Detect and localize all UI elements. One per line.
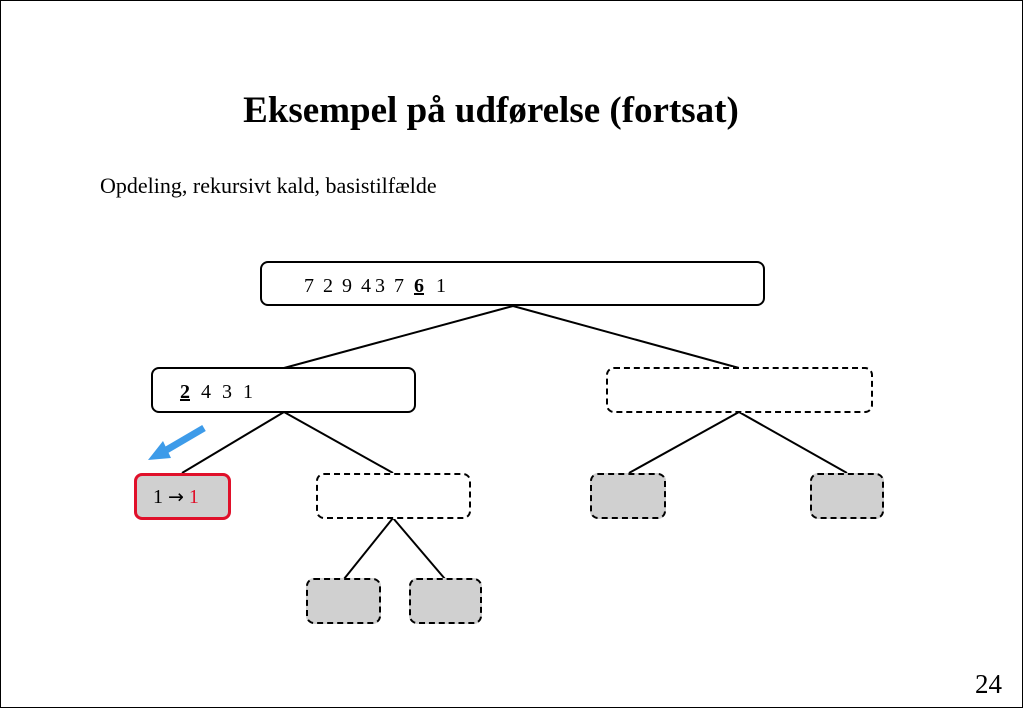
leaf-node <box>810 473 884 519</box>
root-item: 7 <box>394 275 404 297</box>
edge-left-base <box>181 411 285 474</box>
edge-sub-rightleaf <box>392 517 446 580</box>
left-right-node <box>316 473 471 519</box>
root-pivot: 6 <box>414 275 424 297</box>
left-item: 1 <box>243 381 253 403</box>
root-item: 2 <box>323 275 333 297</box>
root-item: 7 <box>304 275 314 297</box>
edge-root-left <box>283 305 514 369</box>
left-pivot: 2 <box>180 381 190 403</box>
left-item: 3 <box>222 381 232 403</box>
arrow-icon <box>148 424 206 460</box>
base-input: 1 <box>153 486 163 508</box>
edge-root-right <box>512 305 740 369</box>
root-item: 9 <box>342 275 352 297</box>
leaf-node <box>409 578 482 624</box>
leaf-node <box>306 578 381 624</box>
page-number: 24 <box>975 669 1002 699</box>
base-output: 1 <box>188 486 199 508</box>
leaf-node <box>590 473 666 519</box>
root-item: 4 <box>361 275 371 297</box>
left-item: 4 <box>201 381 211 403</box>
base-case-content: 1 → 1 <box>153 486 199 509</box>
slide-title: Eksempel på udførelse (fortsat) <box>243 90 739 131</box>
edge-left-rightchild <box>283 411 394 474</box>
edge-right-rightleaf <box>738 411 848 474</box>
right-arrow-icon: → <box>168 486 184 508</box>
base-case-node: 1 → 1 <box>134 473 231 520</box>
root-item: 3 <box>375 275 385 297</box>
root-item: 1 <box>436 275 446 297</box>
edge-sub-leftleaf <box>343 517 394 580</box>
right-node <box>606 367 873 413</box>
edge-right-leftleaf <box>628 411 740 474</box>
slide-subtitle: Opdeling, rekursivt kald, basistilfælde <box>100 173 437 198</box>
